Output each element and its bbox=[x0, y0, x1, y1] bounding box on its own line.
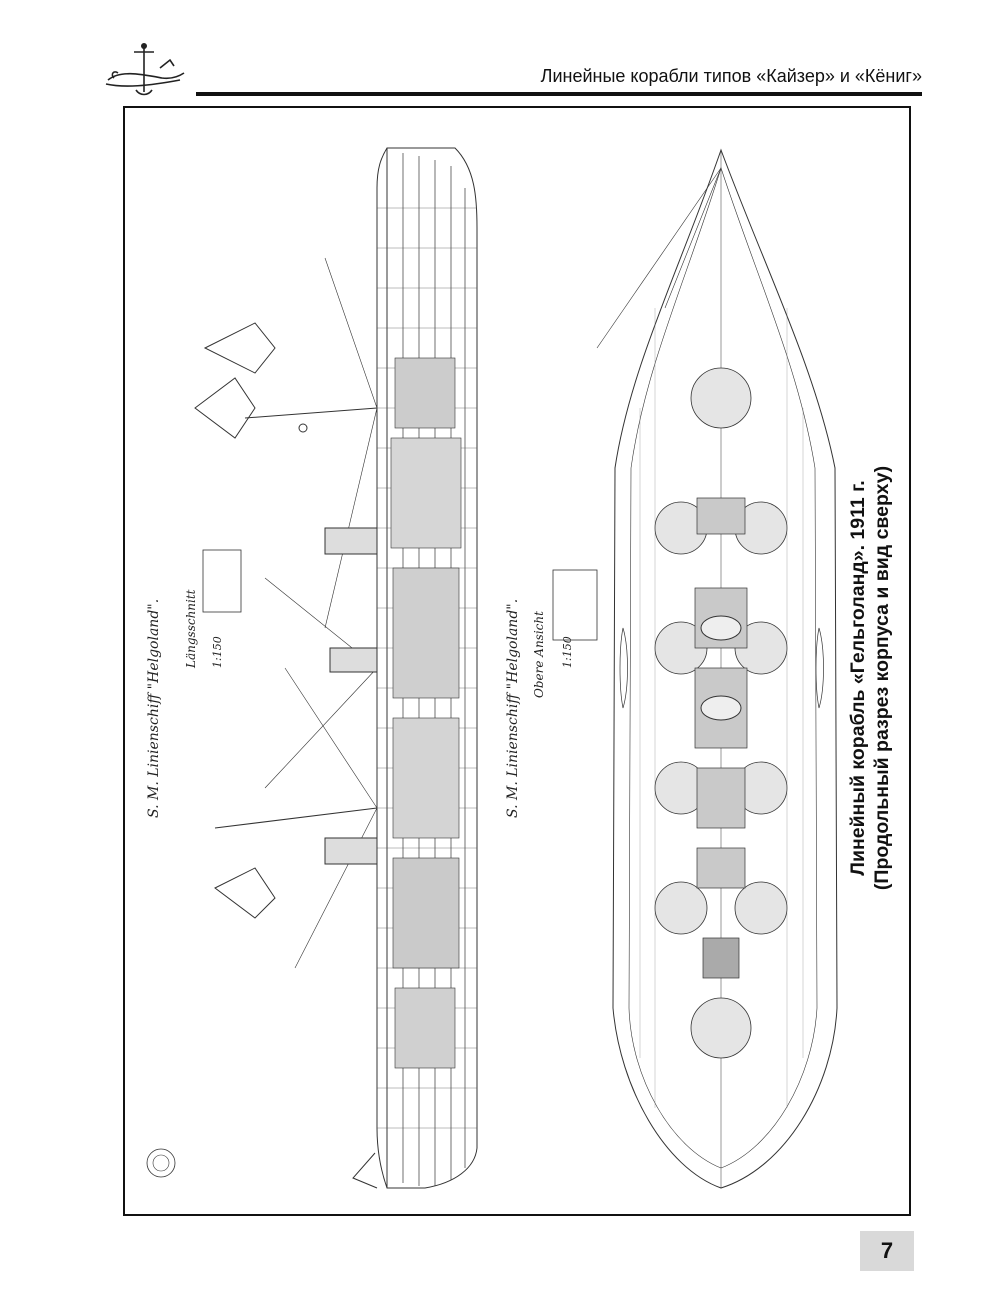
drawing-scale-left: 1:150 bbox=[211, 636, 224, 668]
header-rule bbox=[196, 92, 922, 96]
running-header-title: Линейные корабли типов «Кайзер» и «Кёниг… bbox=[540, 66, 922, 86]
drawing-scale-right: 1:150 bbox=[561, 636, 574, 668]
figure-caption: Линейный корабль «Гельголанд». 1911 г. (… bbox=[825, 228, 909, 1128]
drawing-plate: S. M. Linienschiff "Helgoland". Längssch… bbox=[123, 106, 911, 1216]
drawing-title-right: S. M. Linienschiff "Helgoland". bbox=[505, 599, 521, 818]
drawing-subtitle-left: Längsschnitt bbox=[184, 589, 198, 669]
caption-line-1: Линейный корабль «Гельголанд». 1911 г. bbox=[847, 480, 869, 876]
page-number: 7 bbox=[860, 1231, 914, 1271]
ship-drawings: S. M. Linienschiff "Helgoland". Längssch… bbox=[146, 147, 838, 1189]
anchor-ship-emblem-icon bbox=[105, 43, 185, 96]
drawing-subtitle-right: Obere Ansicht bbox=[532, 611, 546, 698]
plan-view-drawing bbox=[596, 148, 838, 1189]
drawing-title-left: S. M. Linienschiff "Helgoland". bbox=[146, 599, 162, 818]
longitudinal-section-drawing bbox=[146, 147, 598, 1189]
caption-line-2: (Продольный разрез корпуса и вид сверху) bbox=[871, 465, 893, 891]
